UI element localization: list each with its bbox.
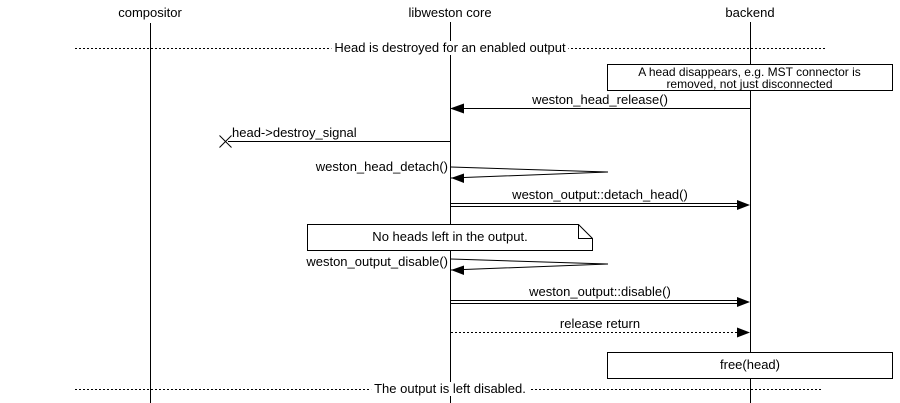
message-label-head-detach: weston_head_detach() — [315, 159, 448, 174]
self-arrow-head-detach-arrowhead-icon — [451, 173, 464, 183]
message-label-detach-head: weston_output::detach_head() — [512, 187, 688, 202]
arrow-disable-arrowhead-icon — [737, 297, 750, 307]
message-label-disable: weston_output::disable() — [529, 284, 671, 299]
action-free-head-label: free(head) — [720, 357, 780, 372]
self-arrow-output-disable — [450, 258, 609, 271]
lifeline-label-libweston-core: libweston core — [408, 5, 492, 20]
message-label-destroy-signal: head->destroy_signal — [232, 125, 357, 140]
lifeline-label-backend: backend — [725, 5, 775, 20]
note-no-heads-label: No heads left in the output. — [372, 229, 528, 244]
message-label-output-disable: weston_output_disable() — [306, 254, 448, 269]
lifeline-label-compositor: compositor — [118, 5, 182, 20]
self-arrow-head-detach — [450, 166, 609, 179]
note-no-heads-box — [307, 224, 593, 251]
note-head-disappears: A head disappears, e.g. MST connector is… — [607, 66, 892, 90]
arrow-detach-head-arrowhead-icon — [737, 200, 750, 210]
divider-top-label: Head is destroyed for an enabled output — [331, 41, 569, 55]
note-no-heads-fold-icon — [578, 224, 593, 239]
arrow-release-return-arrowhead-icon — [737, 327, 750, 338]
note-head-disappears-line1: A head disappears, e.g. MST connector is — [638, 65, 861, 79]
note-head-disappears-line2: removed, not just disconnected — [666, 77, 833, 91]
divider-bottom-label: The output is left disabled. — [371, 382, 529, 396]
self-arrow-output-disable-arrowhead-icon — [451, 265, 464, 275]
message-label-head-release: weston_head_release() — [532, 92, 668, 107]
note-head-disappears-box — [607, 64, 893, 91]
message-label-release-return: release return — [559, 316, 641, 331]
action-free-head-box — [607, 352, 893, 379]
lost-message-x-icon — [219, 135, 232, 148]
arrow-head-release-arrowhead-icon — [450, 103, 464, 114]
